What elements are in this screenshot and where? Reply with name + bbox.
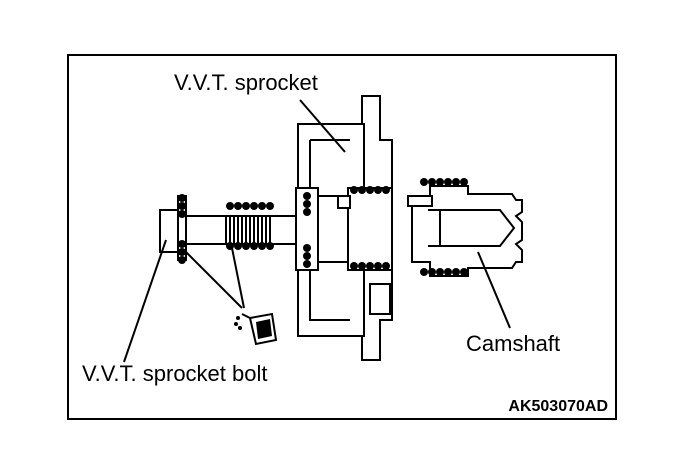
vvt-sprocket-bolt xyxy=(159,194,297,264)
leader-vvt-sprocket xyxy=(299,99,346,153)
oil-dots-sprocket-left xyxy=(303,192,311,268)
vvt-sprocket-bolt-label: V.V.T. sprocket bolt xyxy=(82,361,268,386)
vvt-sprocket xyxy=(295,95,393,361)
oil-dots-bolt-head xyxy=(178,194,186,264)
leader-camshaft xyxy=(477,251,511,329)
leader-bolt-oil-2 xyxy=(231,247,245,309)
oil-can-icon xyxy=(234,312,278,346)
figure-code: AK503070AD xyxy=(508,398,608,415)
oil-dots-sprocket-right xyxy=(350,186,390,270)
camshaft xyxy=(407,178,523,277)
vvt-sprocket-label: V.V.T. sprocket xyxy=(174,70,318,95)
leader-bolt-oil-1 xyxy=(185,251,243,309)
leader-bolt-to-label xyxy=(123,239,167,363)
oil-dots-camshaft xyxy=(420,178,468,276)
camshaft-label: Camshaft xyxy=(466,331,561,356)
